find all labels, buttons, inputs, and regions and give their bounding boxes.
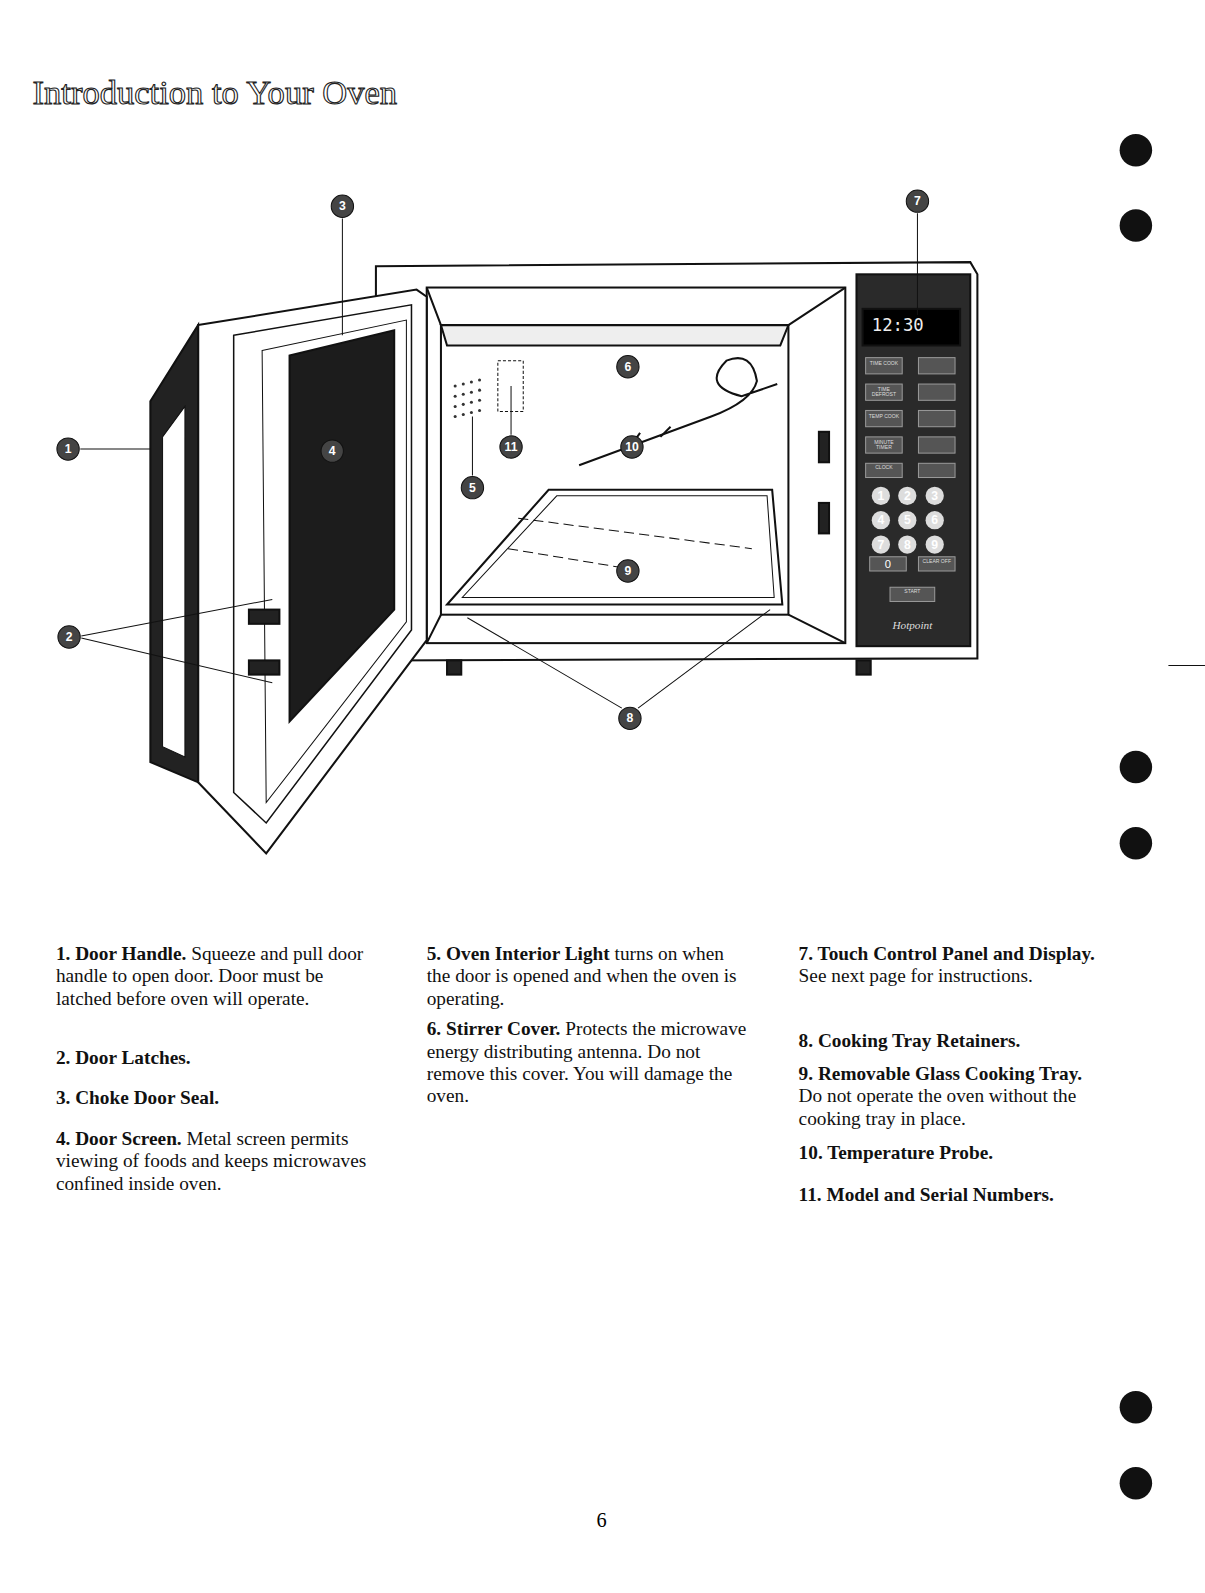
part-description: 7. Touch Control Panel and Display. See … [799,943,1104,988]
clock-display: 12:30 [872,315,924,335]
keypad-digit: 2 [898,487,916,505]
keypad-digit: 8 [898,535,916,553]
button-label: START [894,589,931,594]
button-label: MINUTE TIMER [866,440,903,450]
part-name: 2. Door Latches. [56,1046,191,1067]
part-description: 8. Cooking Tray Retainers. [799,1030,1104,1052]
keypad-digit: 6 [926,511,944,529]
part-name: 5. Oven Interior Light [427,943,610,964]
part-name: 4. Door Screen. [56,1128,182,1149]
part-description: 10. Temperature Probe. [799,1142,1104,1164]
button-label: TEMP COOK [866,414,903,419]
keypad-digit: 1 [872,487,890,505]
part-name: 10. Temperature Probe. [799,1142,993,1163]
part-description: 2. Door Latches. [56,1046,381,1068]
part-name: 3. Choke Door Seal. [56,1087,219,1108]
part-name: 11. Model and Serial Numbers. [799,1184,1054,1205]
callout-number: 11 [499,435,523,459]
part-description: 6. Stirrer Cover. Protects the microwave… [427,1018,752,1107]
brand-name: Hotpoint [867,619,958,631]
keypad-digit: 4 [872,511,890,529]
keypad-digit: 5 [898,511,916,529]
callout-number: 10 [620,435,644,459]
part-name: 6. Stirrer Cover. [427,1018,561,1039]
keypad-digit: 9 [926,535,944,553]
callout-number: 2 [57,625,81,649]
part-note: Do not operate the oven without the cook… [799,1085,1077,1129]
button-label: TIME DEFROST [866,387,903,397]
callout-number: 6 [616,355,640,379]
button-label: TIME COOK [866,361,903,366]
part-name: 8. Cooking Tray Retainers. [799,1030,1021,1051]
button-label: CLOCK [866,465,903,470]
part-name: 1. Door Handle. [56,943,186,964]
part-name: 7. Touch Control Panel and Display. [799,943,1095,964]
page-number: 6 [596,1509,606,1532]
callout-number: 9 [616,559,640,583]
callout-number: 7 [905,189,929,213]
callout-number: 3 [330,194,354,218]
page-title: Introduction to Your Oven [33,73,398,112]
callout-number: 5 [460,475,484,499]
part-description: 4. Door Screen. Metal screen permits vie… [56,1128,381,1195]
callout-number: 8 [618,706,642,730]
part-note: See next page for instructions. [799,965,1033,986]
part-description: 9. Removable Glass Cooking Tray. Do not … [799,1063,1104,1130]
part-description: 5. Oven Interior Light turns on when the… [427,943,752,1010]
part-description: 3. Choke Door Seal. [56,1087,381,1109]
button-label: CLEAR OFF [918,559,955,564]
keypad-digit: 7 [872,535,890,553]
part-name: 9. Removable Glass Cooking Tray. [799,1063,1083,1084]
keypad-digit: 0 [870,558,907,570]
part-description: 1. Door Handle. Squeeze and pull door ha… [56,943,381,1010]
keypad-digit: 3 [926,487,944,505]
part-description: 11. Model and Serial Numbers. [799,1184,1104,1206]
callout-number: 1 [56,437,80,461]
callout-number: 4 [320,439,344,463]
